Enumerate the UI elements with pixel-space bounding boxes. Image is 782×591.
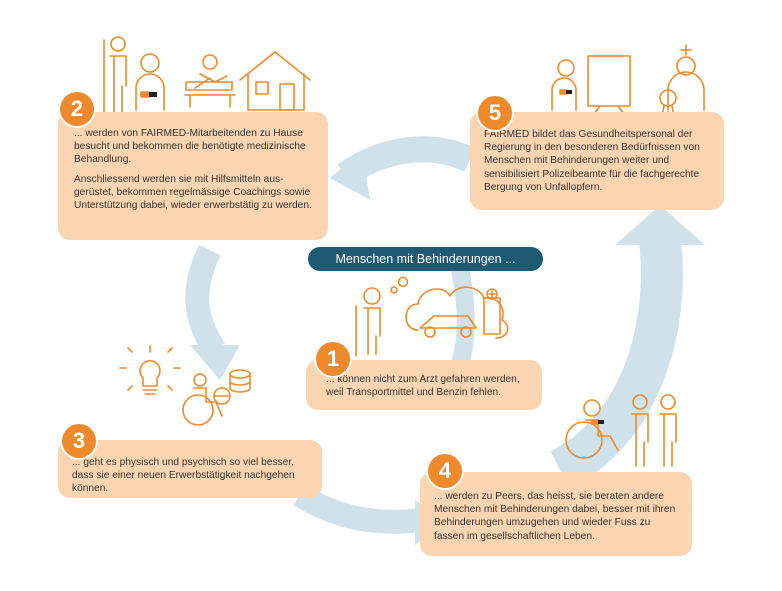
lightbulb-icon — [119, 345, 181, 395]
step-1-badge: 1 — [316, 342, 350, 376]
step-4-text: ... werden zu Peers, das heisst, sie ber… — [434, 491, 676, 542]
step-2-badge: 2 — [60, 92, 94, 126]
step-4-badge: 4 — [428, 454, 462, 488]
step-5-text: FAIRMED bildet das Gesundheitspersonal d… — [484, 129, 700, 193]
step-3-badge: 3 — [62, 424, 96, 458]
step-5-box: FAIRMED bildet das Gesundheitspersonal d… — [470, 112, 724, 210]
wheelchair-coins-icon — [182, 369, 251, 426]
step-4-box: ... werden zu Peers, das heisst, sie ber… — [420, 472, 692, 556]
worried-person-icon — [355, 276, 409, 357]
step-2-text-1: ... werden von FAIRMED-Mitarbeitenden zu… — [74, 128, 306, 166]
step-1-text: ... können nicht zum Arzt gefahren werde… — [326, 374, 520, 399]
center-label: Menschen mit Behinderungen ... — [308, 247, 543, 271]
car-cloud-icon — [405, 286, 509, 339]
step-5-badge: 5 — [478, 96, 512, 130]
step-2-text-2: Anschliessend werden sie mit Hilfsmittel… — [74, 173, 312, 212]
trainer-board-icon — [551, 55, 631, 115]
house-icon — [239, 51, 311, 111]
health-worker-icon — [135, 53, 165, 111]
step-2-box: ... werden von FAIRMED-Mitarbeitenden zu… — [58, 112, 328, 240]
person-with-crutch-icon — [103, 36, 127, 117]
physiotherapy-icon — [184, 54, 236, 108]
nurse-certificate-icon — [659, 44, 705, 117]
step-3-text: ... geht es physisch und psychisch so vi… — [72, 457, 295, 495]
peer-group-icon — [565, 394, 677, 467]
step-3-box: ... geht es physisch und psychisch so vi… — [58, 440, 322, 498]
